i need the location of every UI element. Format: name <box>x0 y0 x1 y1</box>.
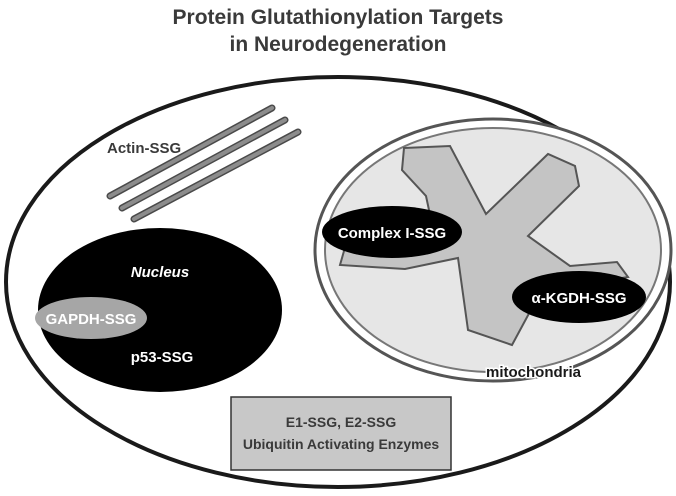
actin-fiber <box>108 106 274 198</box>
actin-fiber <box>120 118 287 210</box>
akgdh-label: α-KGDH-SSG <box>531 290 626 307</box>
actin-filaments <box>106 104 302 223</box>
complex1-ellipse <box>322 206 462 258</box>
diagram-title: Protein Glutathionylation Targets in Neu… <box>0 4 676 58</box>
nucleus-label: Nucleus <box>131 264 189 281</box>
complex1-label: Complex I-SSG <box>338 225 446 242</box>
ubiquitin-line-1: E1-SSG, E2-SSG <box>286 414 397 430</box>
gapdh-ellipse <box>35 297 147 339</box>
actin-label: Actin-SSG <box>107 140 181 157</box>
akgdh-ellipse <box>512 271 646 323</box>
gapdh-label: GAPDH-SSG <box>46 311 137 328</box>
ubiquitin-line-2: Ubiquitin Activating Enzymes <box>243 436 439 452</box>
p53-label: p53-SSG <box>131 349 194 366</box>
title-line-1: Protein Glutathionylation Targets <box>172 6 504 29</box>
nucleus <box>38 228 282 392</box>
ubiquitin-box <box>230 396 452 471</box>
title-line-2: in Neurodegeneration <box>229 33 447 56</box>
actin-fiber <box>132 130 300 221</box>
mitochondria-label: mitochondria <box>486 364 582 381</box>
